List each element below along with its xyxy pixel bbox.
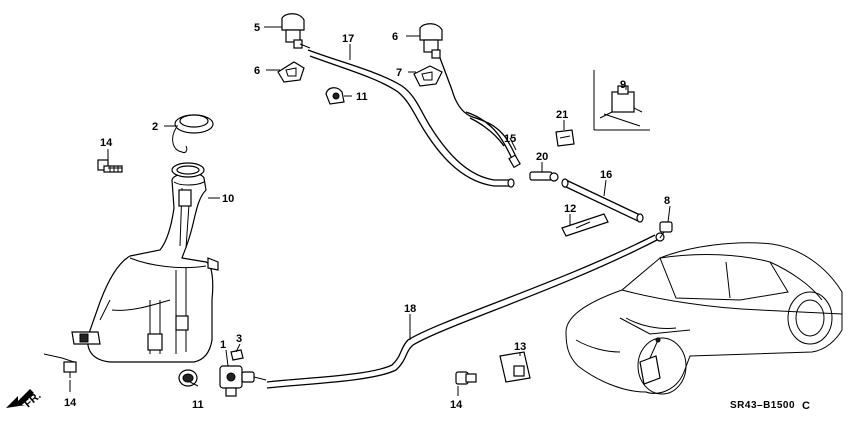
bolt-14-upper (97, 159, 123, 173)
grommet-10 (178, 369, 198, 387)
callout-14-center: 14 (450, 399, 463, 411)
hose-15 (439, 57, 521, 169)
front-label: FR. (22, 390, 43, 411)
callout-5: 6 (392, 31, 398, 43)
callouts: 2 14 10 5 6 17 6 7 11 15 9 21 20 16 8 12… (64, 22, 670, 411)
clip-3 (230, 349, 244, 361)
bolt-14-left (63, 361, 77, 378)
leader-lines (43, 26, 671, 396)
nozzle-5 (419, 23, 443, 59)
diagram-code: SR43–B1500 C (730, 400, 810, 412)
callout-6-right: 7 (396, 67, 402, 79)
clip-13 (499, 351, 531, 383)
callout-2: 2 (152, 121, 158, 133)
callout-10: 11 (192, 399, 204, 411)
bolt-14-center (455, 371, 477, 385)
callout-18: 18 (404, 303, 416, 315)
hose-18 (266, 232, 665, 389)
hose-17 (307, 49, 515, 188)
washer-pump (219, 365, 267, 397)
filler-cap (172, 114, 214, 153)
diagram-code-suffix: C (802, 400, 810, 412)
callout-13: 13 (514, 341, 526, 353)
pad-6-left (277, 61, 305, 83)
clip-21 (555, 129, 575, 147)
callout-4: 5 (254, 22, 260, 34)
callout-16: 16 (600, 169, 612, 181)
check-valve-8 (593, 70, 650, 131)
washer-reservoir (71, 162, 219, 363)
callout-8: 9 (620, 79, 626, 91)
joint-7 (659, 221, 673, 239)
pad-6-right (413, 65, 443, 87)
callout-3: 3 (236, 333, 242, 345)
callout-14-left: 14 (64, 397, 77, 409)
callout-7: 8 (664, 195, 670, 207)
joint-20 (529, 171, 559, 182)
callout-11: 11 (356, 91, 368, 103)
callout-12: 12 (564, 203, 576, 215)
callout-9: 10 (222, 193, 234, 205)
clamp-12 (561, 213, 609, 237)
nozzle-4 (281, 13, 311, 49)
diagram-code-text: SR43–B1500 (730, 400, 795, 411)
callout-1: 1 (220, 339, 226, 351)
callout-15: 15 (504, 133, 516, 145)
callout-6-left: 6 (254, 65, 260, 77)
tube-16 (561, 178, 644, 223)
vehicle-outline (565, 242, 843, 395)
callout-20: 20 (536, 151, 548, 163)
clip-11 (325, 87, 345, 105)
arrow-icon (6, 389, 34, 408)
front-arrow: FR. (6, 389, 44, 410)
callout-17: 17 (342, 33, 354, 45)
callout-21: 21 (556, 109, 568, 121)
callout-14-upper: 14 (100, 137, 113, 149)
